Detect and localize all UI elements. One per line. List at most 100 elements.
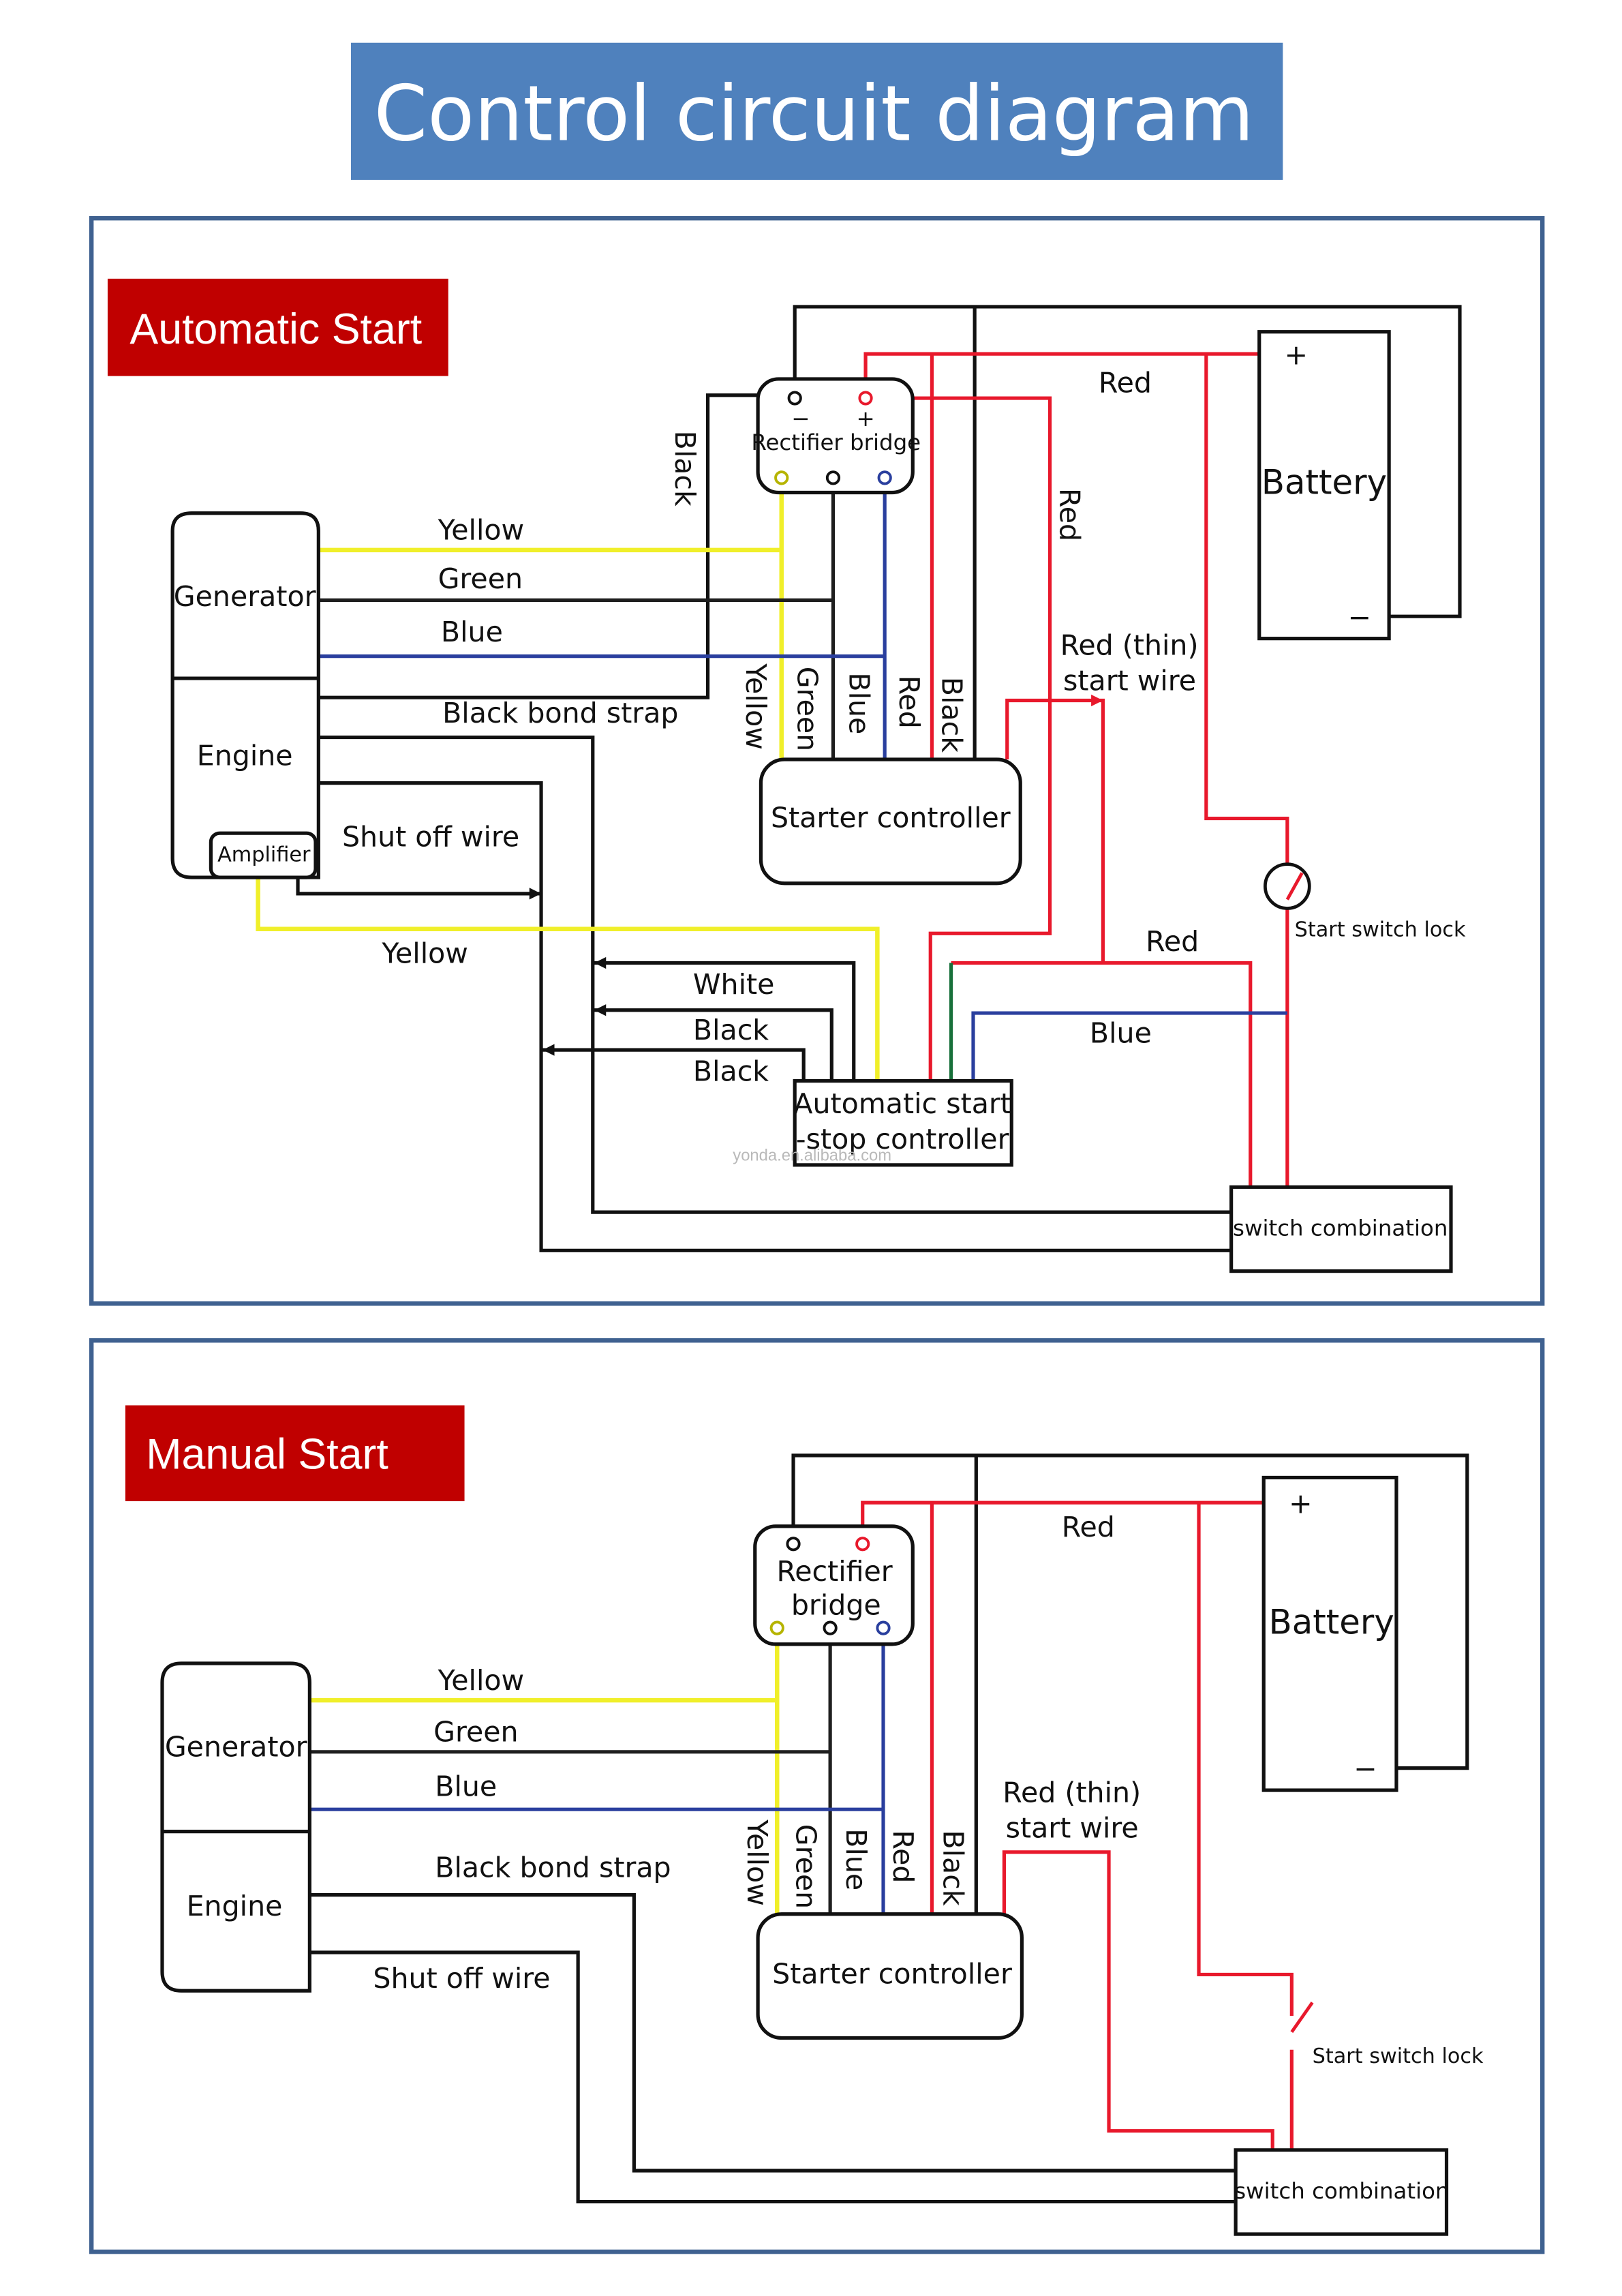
- wire-black-battery-negative: [791, 1453, 1469, 1770]
- generator-engine-block: Generator Engine Amplifier: [170, 511, 320, 879]
- wire-red-lower: [951, 961, 1253, 1188]
- label-yellow: Yellow: [438, 1664, 525, 1697]
- label-blue-lower: Blue: [1090, 1016, 1152, 1049]
- wire-labels: Yellow Green Blue Black bond strap Shut …: [342, 366, 1199, 1087]
- section-tag: [125, 1405, 465, 1502]
- section-title: Automatic Start: [129, 305, 422, 353]
- switch-combination-box: [1229, 1185, 1453, 1273]
- terminal-yellow: [769, 1620, 784, 1635]
- terminal-green: [825, 470, 841, 485]
- generator-label: Generator: [165, 1730, 307, 1763]
- battery-label: Battery: [1261, 463, 1387, 502]
- label-red-thin-2: start wire: [1006, 1811, 1139, 1844]
- section-tag: [107, 278, 448, 376]
- label-sc-blue: Blue: [842, 672, 875, 734]
- wire-amplifier-shutoff: [296, 877, 542, 896]
- page-title: Control circuit diagram: [374, 70, 1254, 159]
- wire-black-2: [542, 1048, 806, 1080]
- battery-minus: −: [1348, 601, 1371, 633]
- watermark: yonda.en.alibaba.com: [733, 1146, 891, 1164]
- battery-label: Battery: [1269, 1603, 1394, 1642]
- switch-contact-icon: [1290, 2002, 1314, 2034]
- switch-combination-label: switch combination: [1234, 2178, 1449, 2204]
- starter-controller-box: [759, 757, 1022, 886]
- amplifier-label: Amplifier: [217, 843, 311, 866]
- wire-shut-off: [309, 1950, 1236, 2204]
- wire-black-bond-to-switch: [318, 735, 1231, 1214]
- wire-blue-lower: [971, 1011, 1287, 1080]
- label-red-thin-2: start wire: [1063, 664, 1196, 697]
- label-red-vertical: Red: [1054, 488, 1086, 541]
- label-red-top: Red: [1062, 1511, 1115, 1543]
- rectifier-bridge: − + Rectifier bridge: [751, 377, 921, 495]
- start-switch-lock-label: Start switch lock: [1313, 2044, 1484, 2068]
- generator-engine-box: [170, 511, 320, 879]
- battery-plus: +: [1285, 338, 1308, 371]
- wire-red-thin-start: [1005, 698, 1105, 963]
- wire-shut-off: [318, 781, 1231, 1252]
- switch-combination-label: switch combination: [1233, 1215, 1448, 1241]
- rectifier-box: [756, 377, 915, 495]
- label-sc-red: Red: [893, 676, 925, 729]
- wire-black-bond-to-switch: [309, 1893, 1236, 2173]
- label-sc-blue: Blue: [840, 1828, 872, 1890]
- label-sc-green: Green: [791, 667, 824, 751]
- title-banner: Control circuit diagram: [350, 42, 1283, 180]
- terminal-positive: [858, 391, 873, 406]
- wires: [309, 1453, 1469, 2204]
- section-title: Manual Start: [146, 1430, 388, 1478]
- auto-controller-label-2: -stop controller: [796, 1123, 1009, 1155]
- label-amp-yellow: Yellow: [381, 937, 468, 970]
- battery: Battery + −: [1261, 1475, 1398, 1792]
- label-black-vertical: Black: [669, 431, 701, 507]
- wire-red-to-switch-lock: [1204, 354, 1289, 866]
- label-white: White: [693, 968, 775, 1001]
- generator-label: Generator: [174, 580, 316, 613]
- label-blue: Blue: [441, 616, 503, 648]
- rectifier-box: [753, 1524, 915, 1646]
- rectifier-label-2: bridge: [791, 1589, 881, 1622]
- terminal-blue: [876, 1620, 891, 1635]
- engine-label: Engine: [197, 740, 293, 772]
- title-background: [350, 42, 1283, 180]
- panel-manual-start: Manual Start Generator Engine: [89, 1338, 1545, 2254]
- terminal-yellow: [774, 470, 789, 485]
- label-sc-green: Green: [789, 1824, 822, 1909]
- battery-minus: −: [1353, 1753, 1377, 1785]
- wire-red-thin-start: [1002, 1850, 1274, 2150]
- label-green: Green: [438, 562, 523, 595]
- panel-automatic-start: Automatic Start: [89, 215, 1545, 1306]
- arrow-icon: [529, 888, 542, 900]
- wire-black-1: [594, 1008, 833, 1080]
- auto-controller-box: [793, 1078, 1013, 1167]
- wire-yellow-amplifier: [256, 877, 880, 1080]
- label-black-bond-strap: Black bond strap: [442, 697, 678, 729]
- starter-controller-label: Starter controller: [772, 1957, 1012, 1990]
- terminal-green: [823, 1620, 838, 1635]
- start-switch-lock: Start switch lock: [1290, 2002, 1484, 2068]
- wire-white: [594, 961, 856, 1080]
- starter-controller-label: Starter controller: [771, 802, 1011, 834]
- switch-combination: switch combination: [1229, 1185, 1453, 1273]
- battery-plus: +: [1289, 1487, 1312, 1520]
- arrow-icon: [594, 956, 607, 969]
- label-sc-red: Red: [887, 1830, 919, 1883]
- label-green: Green: [433, 1716, 518, 1749]
- rectifier-label-1: Rectifier: [777, 1555, 893, 1588]
- terminal-negative: [786, 1537, 801, 1552]
- wire-black-bond-strap: [318, 393, 795, 699]
- plus-sign: +: [856, 406, 874, 432]
- minus-sign: −: [791, 406, 810, 432]
- arrow-icon: [542, 1044, 555, 1056]
- key-switch-icon: [1264, 862, 1311, 910]
- label-red-thin-1: Red (thin): [1003, 1776, 1141, 1809]
- terminal-negative: [787, 391, 802, 406]
- amplifier-box: [209, 831, 318, 879]
- label-yellow: Yellow: [438, 514, 525, 547]
- rectifier-label: Rectifier bridge: [751, 429, 921, 455]
- label-black-bond-strap: Black bond strap: [435, 1852, 671, 1884]
- auto-start-stop-controller: Automatic start -stop controller: [793, 1078, 1013, 1167]
- label-sc-yellow: Yellow: [741, 1819, 774, 1906]
- engine-label: Engine: [187, 1890, 283, 1922]
- label-black-2: Black: [693, 1055, 769, 1088]
